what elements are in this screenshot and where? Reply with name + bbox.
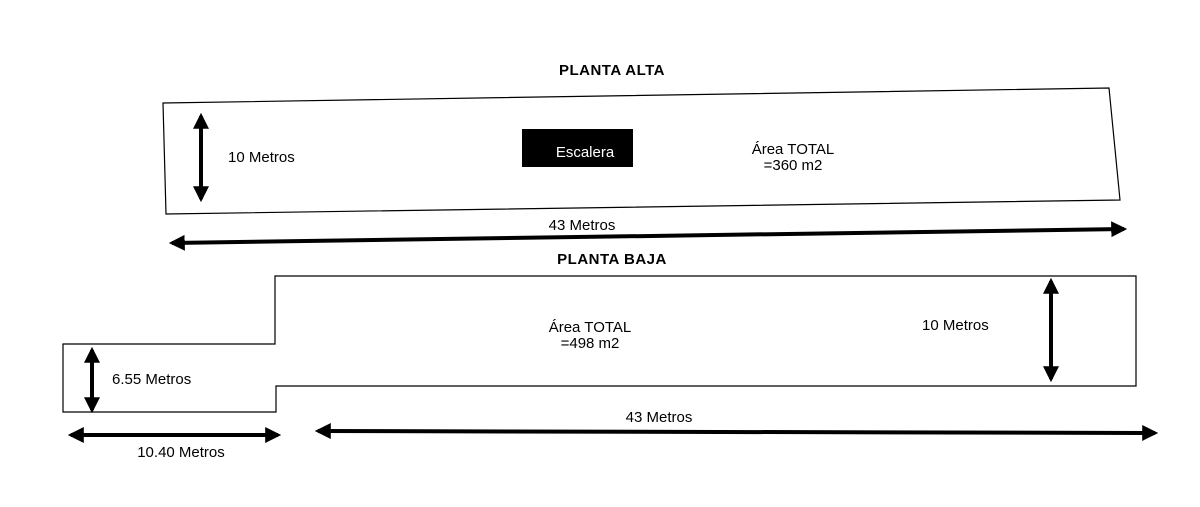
stair-label: Escalera	[556, 144, 615, 161]
lower-floor-area-value: =498 m2	[561, 335, 620, 352]
upper-floor-title: PLANTA ALTA	[559, 62, 665, 79]
lower-floor-width-label: 43 Metros	[626, 409, 693, 426]
lower-floor-height-label: 10 Metros	[922, 317, 989, 334]
annex-width-label: 10.40 Metros	[137, 444, 225, 461]
lower-floor-width-arrow	[314, 423, 1159, 441]
stair-block: Escalera	[522, 129, 633, 167]
upper-floor-height-label: 10 Metros	[228, 149, 295, 166]
upper-floor-width-label: 43 Metros	[549, 217, 616, 234]
annex-height-label: 6.55 Metros	[112, 371, 191, 388]
lower-floor-outline	[62, 275, 1137, 413]
upper-floor-width-arrow	[168, 221, 1128, 251]
upper-floor-area-title: Área TOTAL	[752, 141, 835, 158]
upper-floor-outline	[162, 87, 1121, 215]
lower-floor-title: PLANTA BAJA	[557, 251, 667, 268]
stair-box	[522, 129, 633, 167]
upper-floor-area-value: =360 m2	[764, 157, 823, 174]
lower-floor-area-title: Área TOTAL	[549, 319, 632, 336]
